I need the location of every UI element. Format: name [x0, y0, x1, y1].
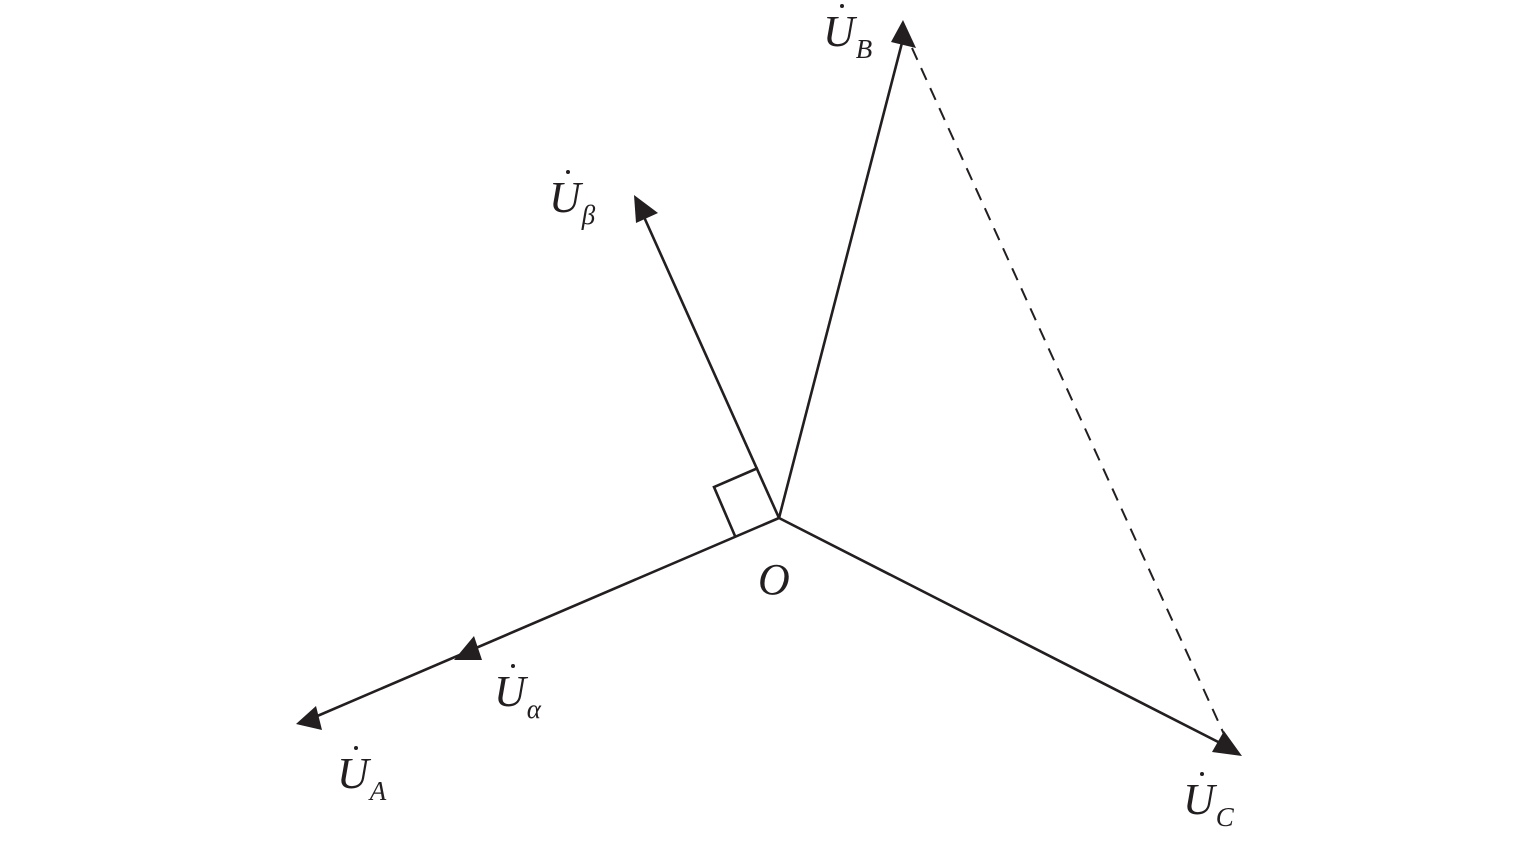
dashed-line-b-to-c [911, 47, 1229, 744]
label-uc-symbol: U [1183, 772, 1215, 824]
label-ua-symbol: U [337, 746, 369, 798]
label-ualpha-subscript: α [526, 694, 541, 724]
label-ualpha: Uα [494, 664, 541, 723]
label-ub: UB [823, 4, 872, 63]
label-ubeta-symbol: U [549, 170, 581, 222]
label-uc: UC [1183, 772, 1234, 831]
vector-ubeta-arrowhead [634, 195, 658, 223]
right-angle-marker [712, 466, 759, 537]
label-ub-symbol: U [823, 4, 855, 56]
label-ub-subscript: B [855, 34, 873, 64]
vector-ubeta-line [638, 207, 781, 519]
origin-label: O [758, 555, 790, 604]
label-ua-subscript: A [369, 776, 387, 806]
vector-ub-line [777, 34, 906, 519]
vector-uc-arrowhead [1212, 731, 1242, 756]
vector-ualpha-arrowhead [454, 636, 482, 660]
label-ubeta: Uβ [549, 170, 595, 229]
vector-uc-line [778, 516, 1231, 750]
label-ua: UA [337, 746, 386, 805]
label-uc-subscript: C [1215, 802, 1234, 832]
label-ualpha-symbol: U [494, 664, 526, 716]
vector-ua-arrowhead [296, 706, 322, 730]
vector-ub-arrowhead [891, 20, 916, 48]
vector-ua-line [307, 516, 780, 722]
label-ubeta-subscript: β [581, 200, 596, 230]
